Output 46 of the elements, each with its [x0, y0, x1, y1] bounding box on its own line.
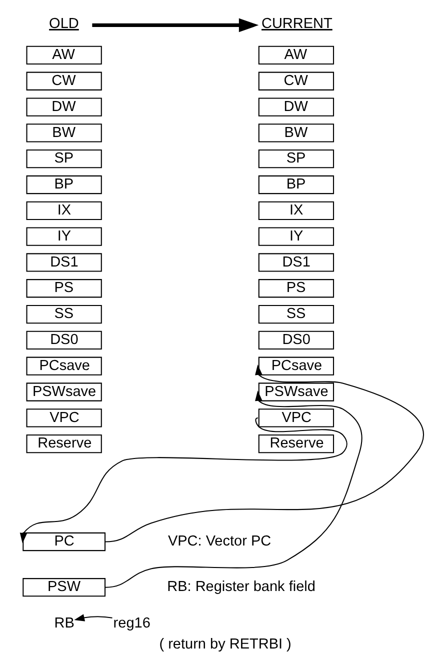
- node-box: IX: [26, 201, 102, 220]
- node-box: PSWsave: [258, 382, 334, 402]
- label: RB: Register bank field: [167, 579, 316, 596]
- node-box: CW: [258, 72, 334, 90]
- node-box: SS: [26, 304, 102, 324]
- caption: ( return by RETRBI ): [159, 636, 292, 653]
- node-box: PCsave: [26, 356, 102, 376]
- node-box: DW: [258, 98, 334, 116]
- arrow: [106, 364, 424, 542]
- node-box: SP: [258, 150, 334, 168]
- node-box: BP: [258, 175, 334, 194]
- node-box: AW: [26, 46, 102, 65]
- node-text: reg16: [113, 615, 150, 632]
- node-box: DS0: [258, 330, 334, 350]
- arrow: [20, 418, 348, 544]
- node-box: PSWsave: [26, 382, 102, 402]
- node-box: BW: [26, 124, 102, 142]
- node-box: DS1: [26, 253, 102, 272]
- node-box: DS1: [258, 253, 334, 272]
- node-box: VPC: [258, 408, 334, 428]
- node-box: BW: [258, 124, 334, 142]
- node-box: SP: [26, 150, 102, 168]
- node-box: VPC: [26, 408, 102, 428]
- node-box: Reserve: [26, 434, 102, 454]
- arrow: [92, 18, 259, 32]
- node-box: PSW: [22, 578, 106, 597]
- label: VPC: Vector PC: [168, 534, 272, 550]
- node-box: BP: [26, 175, 102, 194]
- node-box: PCsave: [258, 356, 334, 376]
- node-box: IX: [258, 201, 334, 220]
- node-text: RB: [54, 615, 74, 632]
- node-text: CURRENT: [261, 16, 332, 32]
- arrow: [74, 614, 112, 622]
- node-box: DW: [26, 98, 102, 116]
- node-box: IY: [258, 227, 334, 246]
- arrow: [106, 390, 362, 588]
- node-box: PC: [22, 532, 106, 552]
- node-box: Reserve: [258, 434, 334, 454]
- node-box: DS0: [26, 330, 102, 350]
- node-box: PS: [258, 279, 334, 298]
- node-text: OLD: [49, 16, 79, 32]
- node-box: CW: [26, 72, 102, 90]
- node-box: AW: [258, 46, 334, 65]
- node-box: IY: [26, 227, 102, 246]
- node-box: PS: [26, 279, 102, 298]
- node-box: SS: [258, 304, 334, 324]
